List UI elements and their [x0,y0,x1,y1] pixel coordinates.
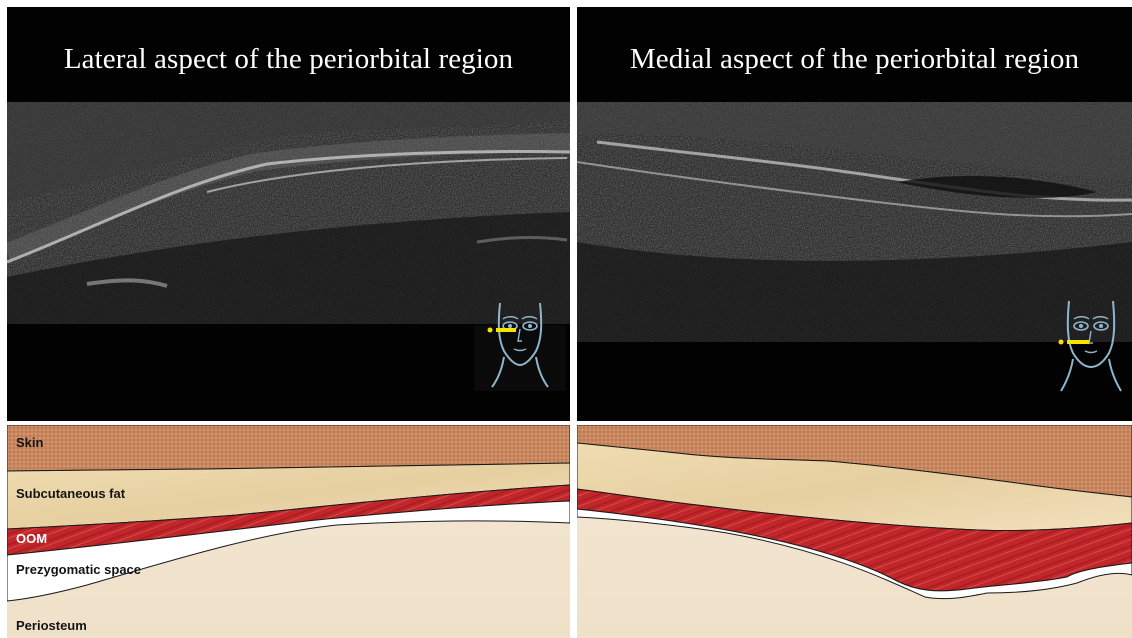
label-oom: OOM [16,531,47,546]
label-prezygomatic-space: Prezygomatic space [16,562,141,577]
label-periosteum: Periosteum [16,618,87,633]
diagram-lateral-layers [7,425,570,638]
diagram-medial-layers [577,425,1132,638]
panel-title-medial: Medial aspect of the periorbital region [577,43,1132,76]
face-probe-medial-icon [1051,295,1131,395]
anatomy-diagram-medial [577,425,1132,638]
ultrasound-panel-lateral: Lateral aspect of the periorbital region [7,7,570,421]
ultrasound-image-medial [577,102,1132,342]
label-skin: Skin [16,435,43,450]
anatomy-diagram-lateral: Skin Subcutaneous fat OOM Prezygomatic s… [7,425,570,638]
label-subcutaneous-fat: Subcutaneous fat [16,486,125,501]
ultrasound-image-lateral [7,102,570,324]
face-probe-lateral-icon [474,295,566,391]
ultrasound-panel-medial: Medial aspect of the periorbital region [577,7,1132,421]
panel-title-lateral: Lateral aspect of the periorbital region [7,43,570,76]
